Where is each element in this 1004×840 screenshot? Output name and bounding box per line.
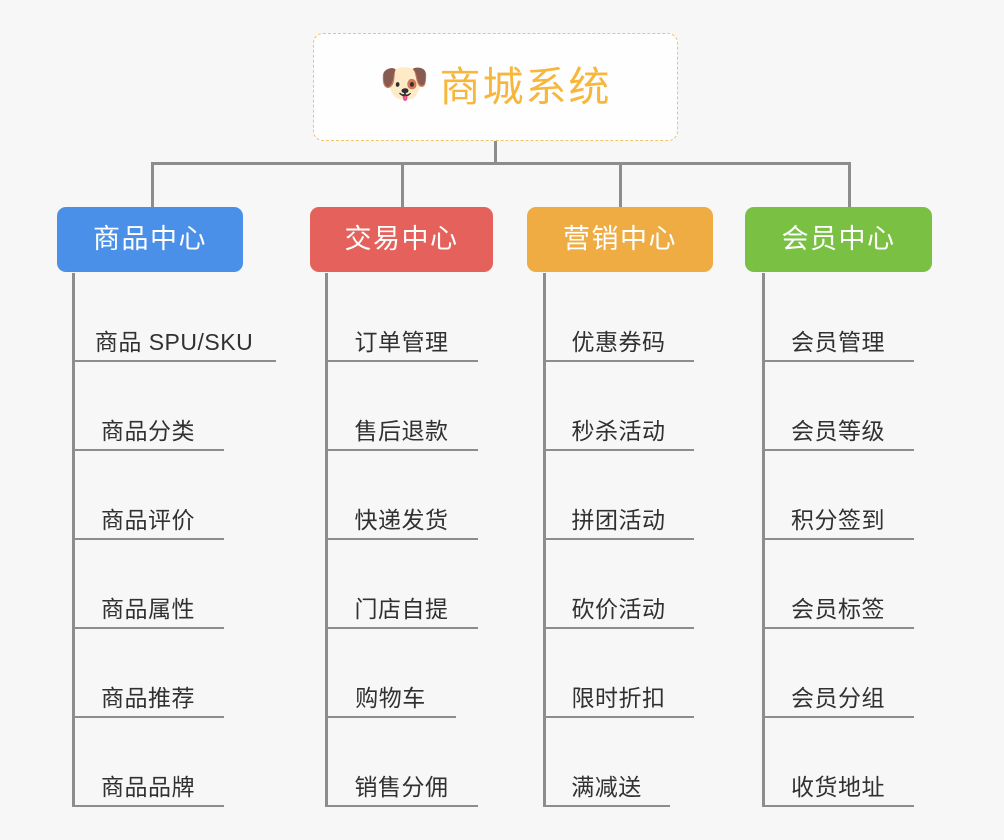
category-box-trade-center[interactable]: 交易中心: [310, 207, 493, 272]
leaf-item-label: 会员等级: [791, 417, 885, 444]
leaf-item-label: 门店自提: [354, 595, 449, 622]
column-product-center: 商品中心商品 SPU/SKU 商品分类商品评价商品属性商品推荐商品品牌: [57, 207, 276, 807]
leaf-item[interactable]: 砍价活动: [543, 540, 694, 629]
spine-marketing-center: [543, 273, 546, 807]
leaf-item[interactable]: 订单管理: [325, 273, 478, 362]
leaf-item-label: 会员标签: [791, 595, 885, 622]
leaf-item-label: 收货地址: [791, 773, 885, 800]
leaf-item[interactable]: 商品评价: [72, 451, 224, 540]
leaf-item[interactable]: 商品分类: [72, 362, 224, 451]
leaf-item-label: 售后退款: [354, 417, 449, 444]
spine-product-center: [72, 273, 75, 807]
leaf-item[interactable]: 售后退款: [325, 362, 478, 451]
shiba-dog-emoji: 🐶: [379, 62, 430, 106]
leaf-item-label: 积分签到: [791, 506, 885, 533]
category-label: 会员中心: [781, 224, 896, 254]
leaf-item-label: 限时折扣: [571, 684, 666, 711]
connector-drop-product-center: [151, 162, 154, 207]
leaf-item-label: 快递发货: [354, 506, 449, 533]
spine-member-center: [762, 273, 765, 807]
leaf-item[interactable]: 购物车: [325, 629, 456, 718]
leaf-item-label: 拼团活动: [571, 506, 666, 533]
leaf-item-label: 会员分组: [791, 684, 885, 711]
root-title: 商城系统: [439, 63, 612, 110]
spine-trade-center: [325, 273, 328, 807]
leaf-item[interactable]: 会员分组: [762, 629, 914, 718]
leaf-item-label: 订单管理: [354, 328, 449, 355]
leaf-item[interactable]: 积分签到: [762, 451, 914, 540]
leaf-item-label: 会员管理: [791, 328, 885, 355]
leaf-item-label: 砍价活动: [571, 595, 666, 622]
category-label: 营销中心: [563, 224, 677, 254]
leaf-item[interactable]: 销售分佣: [325, 718, 478, 807]
leaf-item[interactable]: 商品属性: [72, 540, 224, 629]
column-trade-center: 交易中心订单管理售后退款快递发货门店自提购物车销售分佣: [310, 207, 493, 807]
leaf-item-label: 优惠券码: [571, 328, 666, 355]
leaf-item[interactable]: 会员标签: [762, 540, 914, 629]
leaf-item-label: 购物车: [355, 684, 426, 711]
leaf-item[interactable]: 拼团活动: [543, 451, 694, 540]
leaf-item[interactable]: 门店自提: [325, 540, 478, 629]
leaf-item[interactable]: 会员管理: [762, 273, 914, 362]
leaf-item[interactable]: 商品 SPU/SKU: [72, 273, 276, 362]
leaf-item-label: 销售分佣: [354, 773, 449, 800]
category-label: 商品中心: [93, 224, 207, 254]
leaf-item[interactable]: 优惠券码: [543, 273, 694, 362]
leaf-item[interactable]: 收货地址: [762, 718, 914, 807]
connector-trunk: [494, 141, 497, 164]
connector-drop-marketing-center: [619, 162, 622, 207]
category-box-member-center[interactable]: 会员中心: [745, 207, 932, 272]
category-box-marketing-center[interactable]: 营销中心: [527, 207, 713, 272]
leaf-item[interactable]: 满减送: [543, 718, 670, 807]
leaf-item[interactable]: 商品推荐: [72, 629, 224, 718]
leaf-item-label: 商品分类: [101, 417, 195, 444]
leaf-item-label: 商品品牌: [101, 773, 195, 800]
category-box-product-center[interactable]: 商品中心: [57, 207, 243, 272]
leaf-item[interactable]: 会员等级: [762, 362, 914, 451]
leaf-item-label: 商品推荐: [101, 684, 195, 711]
leaf-item[interactable]: 秒杀活动: [543, 362, 694, 451]
leaf-item[interactable]: 商品品牌: [72, 718, 224, 807]
column-member-center: 会员中心会员管理会员等级积分签到会员标签会员分组收货地址: [745, 207, 932, 807]
leaf-item-label: 商品 SPU/SKU: [94, 328, 254, 355]
leaf-item[interactable]: 限时折扣: [543, 629, 694, 718]
leaf-item-label: 秒杀活动: [571, 417, 666, 444]
category-label: 交易中心: [344, 224, 459, 254]
leaf-item-label: 满减送: [571, 773, 642, 800]
leaf-item-label: 商品属性: [101, 595, 195, 622]
leaf-item-label: 商品评价: [101, 506, 195, 533]
connector-drop-trade-center: [401, 162, 404, 207]
connector-horizontal-bar: [152, 162, 849, 165]
root-node-mall-system[interactable]: 🐶 商城系统: [313, 33, 678, 141]
column-marketing-center: 营销中心优惠券码秒杀活动拼团活动砍价活动限时折扣满减送: [527, 207, 713, 807]
connector-drop-member-center: [848, 162, 851, 207]
leaf-item[interactable]: 快递发货: [325, 451, 478, 540]
